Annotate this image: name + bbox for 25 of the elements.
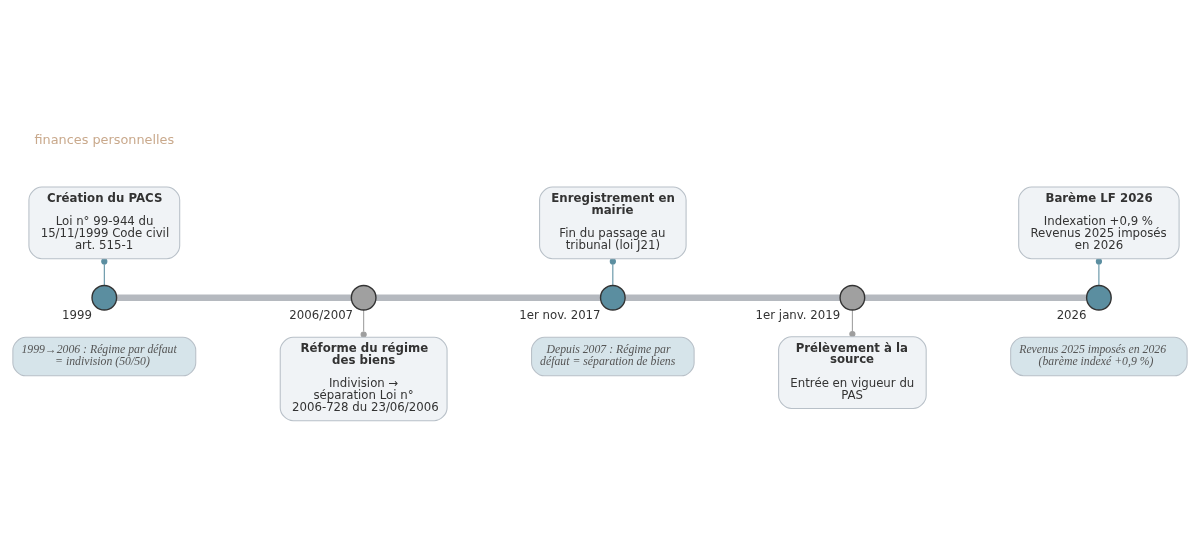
node-circle bbox=[91, 284, 118, 311]
node-circle bbox=[839, 284, 866, 311]
label: finances personnelles bbox=[34, 131, 175, 147]
node-box: Barème LF 2026 Indexation +0,9 % Revenus 2025 imposés en 2026 bbox=[1018, 186, 1180, 259]
connector bbox=[101, 257, 108, 286]
node-box: Création du PACS Loi n° 99-944 du 15/11/1999 Code civil art. 515-1 bbox=[28, 186, 181, 259]
node-label: 1er janv. 2019 bbox=[755, 307, 841, 322]
connector bbox=[360, 309, 367, 338]
connector bbox=[849, 309, 856, 337]
node-label: 1er nov. 2017 bbox=[519, 307, 601, 322]
node-circle bbox=[599, 284, 626, 311]
connector bbox=[864, 294, 1087, 301]
connector bbox=[116, 294, 352, 301]
connector bbox=[1095, 257, 1102, 286]
connector bbox=[609, 257, 616, 286]
connector bbox=[625, 294, 840, 301]
node-box: Réforme du régime des biens Indivision → séparation Loi n° 2006-728 du 23/06/2006 bbox=[279, 336, 448, 421]
node-circle bbox=[1085, 284, 1112, 311]
connector bbox=[376, 294, 601, 301]
node-box: Prélèvement à la source Entrée en vigueur du PAS bbox=[778, 335, 927, 409]
node-label: 2026 bbox=[1056, 307, 1087, 322]
node-circle bbox=[350, 284, 377, 311]
node-label: 1999 bbox=[62, 307, 92, 322]
node-box: Enregistrement en mairie Fin du passage au tribunal (loi J21) bbox=[539, 186, 687, 259]
node-label: 2006/2007 bbox=[289, 307, 354, 322]
